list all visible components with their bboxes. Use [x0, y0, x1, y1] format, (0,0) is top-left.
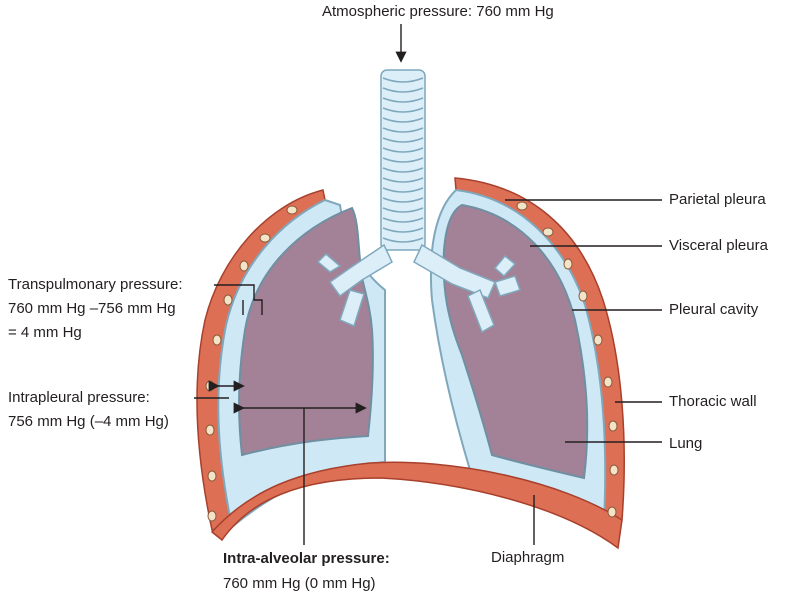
intra-alveolar-value: 760 mm Hg (0 mm Hg) — [223, 575, 376, 592]
trachea — [380, 69, 426, 251]
thoracic-wall-label: Thoracic wall — [669, 393, 757, 410]
diaphragm-label: Diaphragm — [491, 549, 565, 566]
leader-lines — [194, 24, 662, 545]
pleural-cavity-label: Pleural cavity — [669, 301, 759, 318]
transpulmonary-title: Transpulmonary pressure: — [8, 276, 183, 293]
atmospheric-pressure-label: Atmospheric pressure: 760 mm Hg — [322, 3, 554, 20]
diaphragm — [210, 461, 623, 550]
intrapleural-title: Intrapleural pressure: — [8, 389, 150, 406]
intrapleural-value: 756 mm Hg (–4 mm Hg) — [8, 413, 169, 430]
visceral-pleura-label: Visceral pleura — [669, 237, 768, 254]
transpulmonary-leader — [214, 284, 263, 315]
lung-label: Lung — [669, 435, 703, 452]
transpulmonary-result: = 4 mm Hg — [8, 324, 82, 341]
bronchi — [316, 243, 521, 334]
intra-alveolar-title: Intra-alveolar pressure: — [223, 550, 390, 567]
transpulmonary-calc: 760 mm Hg –756 mm Hg — [8, 300, 176, 317]
rib-cells — [205, 201, 619, 522]
parietal-pleura-label: Parietal pleura — [669, 191, 766, 208]
